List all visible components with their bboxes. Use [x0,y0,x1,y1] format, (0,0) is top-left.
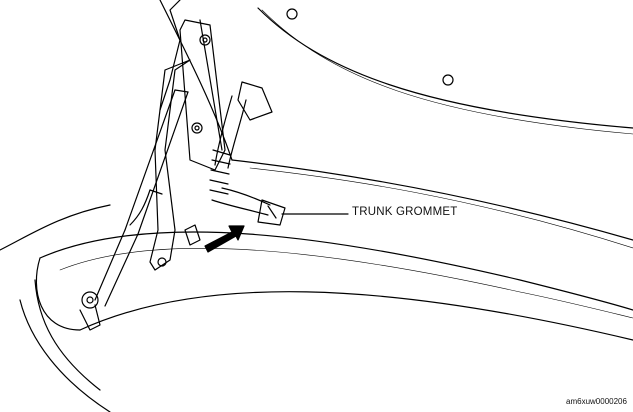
hinge-bracket [149,19,226,271]
figure-code: am6xuw0000206 [566,397,627,406]
bolt-heads [286,8,454,86]
gas-strut [79,89,189,331]
direction-arrow [204,225,245,253]
trunk-grommet-label: TRUNK GROMMET [352,206,458,218]
trunk-grommet-harness [209,81,286,226]
